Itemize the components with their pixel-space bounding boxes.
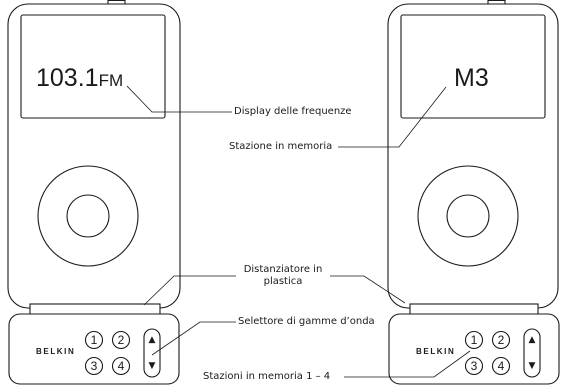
left-band-selector-switch bbox=[143, 328, 161, 378]
left-preset-label-4[interactable]: 4 bbox=[117, 358, 125, 373]
left-band-up-icon[interactable]: ▲ bbox=[148, 335, 156, 345]
callout-plastic-spacer-line1: Distanziatore in bbox=[243, 264, 323, 275]
right-preset-button-4 bbox=[491, 356, 511, 376]
left-ipod-screen bbox=[20, 14, 166, 119]
right-band-up-icon[interactable]: ▲ bbox=[528, 335, 536, 345]
left-brand-logo: BELKIN bbox=[36, 347, 76, 356]
callout-plastic-spacer: Distanziatore in plastica bbox=[233, 264, 333, 288]
left-band-down-icon[interactable]: ▼ bbox=[148, 361, 156, 371]
callout-plastic-spacer-line2: plastica bbox=[263, 276, 303, 287]
right-ipod-screen bbox=[400, 14, 546, 119]
left-preset-button-3 bbox=[84, 356, 104, 376]
leader-memory-station bbox=[338, 86, 447, 148]
leader-band-selector bbox=[151, 321, 236, 356]
right-preset-label-2[interactable]: 2 bbox=[497, 332, 505, 347]
left-ipod-click-wheel bbox=[37, 165, 139, 267]
callout-memory-stations: Stazioni in memoria 1 – 4 bbox=[203, 371, 331, 382]
right-preset-label-1[interactable]: 1 bbox=[470, 332, 478, 347]
callout-memory-station: Stazione in memoria bbox=[229, 141, 333, 152]
right-preset-label-3[interactable]: 3 bbox=[470, 358, 478, 373]
frequency-unit: FM bbox=[98, 71, 124, 90]
left-preset-label-2[interactable]: 2 bbox=[117, 332, 125, 347]
right-ipod-center-button bbox=[446, 194, 490, 238]
left-preset-button-1 bbox=[84, 330, 104, 350]
left-preset-button-2 bbox=[111, 330, 131, 350]
leader-frequency-display bbox=[126, 85, 232, 113]
right-brand-logo: BELKIN bbox=[416, 347, 456, 356]
leader-spacer-left bbox=[143, 275, 236, 306]
right-ipod-hold-switch bbox=[487, 0, 506, 4]
leader-spacer-right bbox=[330, 275, 406, 304]
callout-frequency-display: Display delle frequenze bbox=[234, 106, 352, 117]
left-preset-label-1[interactable]: 1 bbox=[90, 332, 98, 347]
leader-memory-stations bbox=[344, 350, 471, 378]
callout-band-selector: Selettore di gamme d’onda bbox=[238, 316, 375, 327]
left-ipod-center-button bbox=[66, 194, 110, 238]
left-screen-frequency: 103.1FM bbox=[36, 64, 123, 95]
right-band-down-icon[interactable]: ▼ bbox=[528, 361, 536, 371]
right-band-selector-switch bbox=[523, 328, 541, 378]
left-preset-label-3[interactable]: 3 bbox=[90, 358, 98, 373]
right-preset-button-3 bbox=[464, 356, 484, 376]
right-screen-memory-slot: M3 bbox=[454, 64, 489, 92]
right-preset-button-2 bbox=[491, 330, 511, 350]
right-preset-label-4[interactable]: 4 bbox=[497, 358, 505, 373]
left-ipod-hold-switch bbox=[107, 0, 126, 4]
right-ipod-click-wheel bbox=[417, 165, 519, 267]
left-preset-button-4 bbox=[111, 356, 131, 376]
right-preset-button-1 bbox=[464, 330, 484, 350]
frequency-value: 103.1 bbox=[36, 64, 99, 92]
